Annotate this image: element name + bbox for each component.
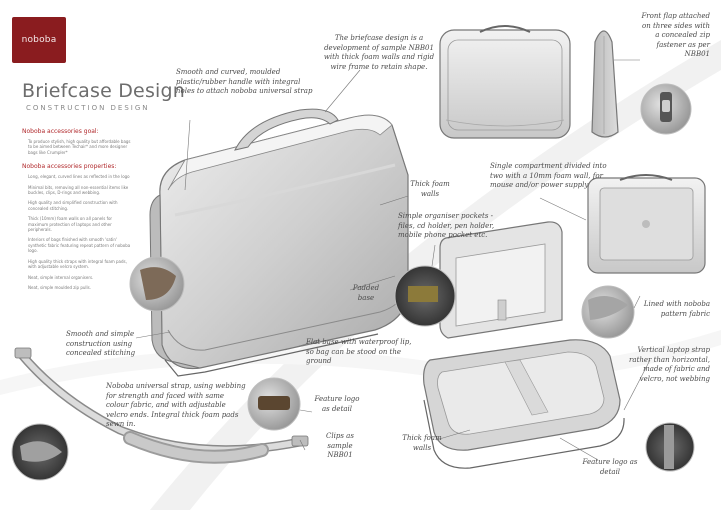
annotation-stitching: Smooth and simple construction using con… <box>66 330 136 357</box>
leader-lines <box>135 59 651 461</box>
annotation-feature-logo-bottom: Feature logo as detail <box>582 458 638 476</box>
annotation-thick-foam-bottom: Thick foam walls <box>402 434 442 452</box>
property-item: High quality and simplified construction… <box>28 200 118 211</box>
properties-heading: Noboba accessories properties: <box>22 163 117 171</box>
universal-strap-sketch <box>14 347 309 464</box>
open-case-sketch <box>423 221 625 469</box>
annotation-padded-base: Padded base <box>352 284 380 302</box>
annotation-development: The briefcase design is a development of… <box>323 34 435 71</box>
laptop-strap-photo <box>645 422 695 472</box>
front-view-sketch <box>439 25 571 139</box>
padding-detail-photo <box>129 256 185 312</box>
annotation-front-flap: Front flap attached on three sides with … <box>641 12 710 58</box>
property-item: Neat, simple moulded zip pulls. <box>28 284 91 290</box>
lining-fabric-photo <box>581 285 635 339</box>
property-item: Thick (10mm) foam walls on all panels fo… <box>28 216 113 233</box>
property-item: Long, elegant, curved lines as reflected… <box>28 174 130 180</box>
annotation-organiser: Simple organiser pockets - files, cd hol… <box>398 212 495 239</box>
goal-heading: Noboba accessories goal: <box>22 128 99 135</box>
properties-list: Long, elegant, curved lines as reflected… <box>22 174 132 290</box>
annotation-vertical-strap: Vertical laptop strap rather than horizo… <box>629 346 710 383</box>
goal-text: To produce stylish, high quality but aff… <box>28 139 131 155</box>
annotation-handle: Smooth and curved, moulded plastic/rubbe… <box>176 68 313 95</box>
open-laptop-view-sketch <box>587 174 706 274</box>
organiser-pocket-photo <box>394 265 456 327</box>
side-view-sketch <box>591 30 619 138</box>
clip-detail-photo <box>247 377 301 431</box>
annotation-lined: Lined with noboba pattern fabric <box>643 300 710 318</box>
annotation-clips: Clips as sample NBB01 <box>326 432 354 459</box>
annotation-single-compartment: Single compartment divided into two with… <box>490 162 607 189</box>
annotation-flat-base: Flat base with waterproof lip, so bag ca… <box>306 338 412 365</box>
logo-text: noboba <box>21 35 57 45</box>
strap-pad-photo <box>11 423 69 481</box>
main-briefcase-sketch <box>149 108 409 377</box>
annotation-feature-logo-top: Feature logo as detail <box>314 395 360 413</box>
property-item: Interiors of bags finished with smooth '… <box>28 237 131 254</box>
page-subtitle: CONSTRUCTION DESIGN <box>26 104 150 112</box>
property-item: Neat, simple internal organisers. <box>28 274 94 280</box>
property-item: Minimal bits, removing all non-essential… <box>28 184 129 196</box>
brief-text-column: Noboba accessories goal: To produce styl… <box>22 128 132 295</box>
annotation-thick-foam-top: Thick foam walls <box>410 180 450 198</box>
page-title: Briefcase Design <box>22 80 186 102</box>
zip-detail-photo <box>640 83 692 135</box>
annotation-universal-strap: Noboba universal strap, using webbing fo… <box>106 382 246 428</box>
noboba-logo: noboba <box>12 17 66 63</box>
property-item: High quality thick straps with integral … <box>28 258 127 270</box>
